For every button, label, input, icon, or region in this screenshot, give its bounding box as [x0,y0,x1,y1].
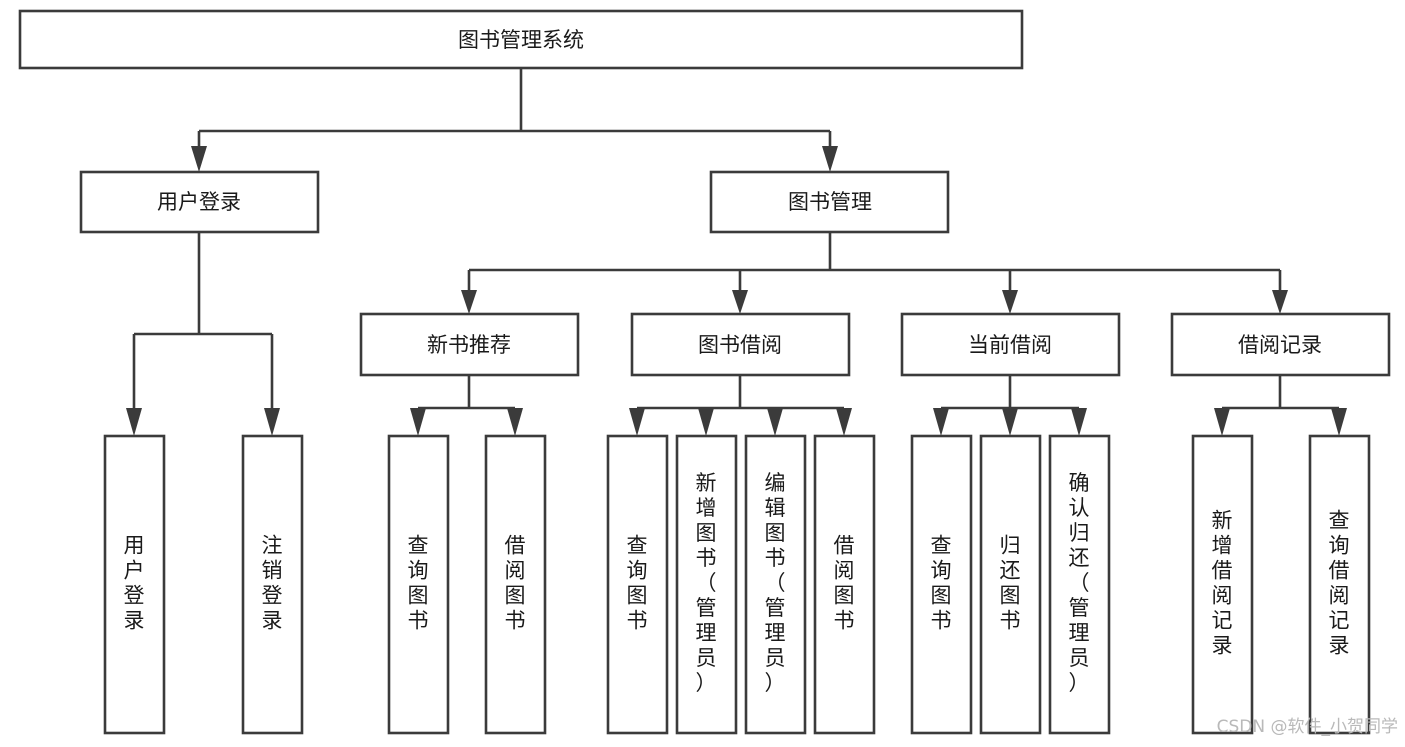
arrow-head-icon [410,408,426,436]
node-leaf-br-query-record-box [1308,434,1371,735]
arrow-head-icon [767,408,783,436]
node-leaf-cb-return-book[interactable]: 归还图书 [979,434,1042,735]
connectors-current-borrow-to-leaves [933,375,1087,436]
node-leaf-nb-borrow-book-label: 借阅图书 [505,534,526,633]
node-leaf-nb-query-book-box [387,434,450,735]
connectors-new-book-to-leaves [410,375,523,436]
node-user-login[interactable]: 用户登录 [79,170,320,234]
node-leaf-bb-borrow-book-box [813,434,876,735]
node-leaf-bb-add-book-label: 新增图书（管理员） [696,471,717,695]
node-leaf-bb-add-book-box [675,434,738,735]
node-leaf-logout-box [241,434,304,735]
node-leaf-bb-edit-book-label: 编辑图书（管理员） [765,471,786,695]
node-root-system[interactable]: 图书管理系统 [18,9,1024,70]
node-leaf-bb-edit-book[interactable]: 编辑图书（管理员） [744,434,807,735]
node-leaf-cb-confirm-return[interactable]: 确认归还（管理员） [1048,434,1111,735]
node-leaf-logout[interactable]: 注销登录 [241,434,304,735]
node-book-borrow-box [630,312,851,377]
node-leaf-nb-borrow-book-box [484,434,547,735]
node-leaf-logout-label: 注销登录 [262,534,283,633]
connectors-user-login-to-leaves [126,232,280,436]
node-leaf-bb-add-book[interactable]: 新增图书（管理员） [675,434,738,735]
node-new-book-recommend[interactable]: 新书推荐 [359,312,580,377]
node-leaf-user-login-box [103,434,166,735]
node-leaf-cb-return-book-box [979,434,1042,735]
arrow-head-icon [732,290,748,314]
node-current-borrow-label: 当前借阅 [968,333,1052,357]
node-current-borrow[interactable]: 当前借阅 [900,312,1121,377]
arrow-head-icon [1002,290,1018,314]
arrow-head-icon [822,146,838,172]
node-leaf-user-login-label: 用户登录 [124,534,145,633]
arrow-head-icon [1331,408,1347,436]
connectors-book-borrow-to-leaves [629,375,852,436]
arrow-head-icon [933,408,949,436]
connectors-root-to-level2 [191,68,838,172]
arrow-head-icon [507,408,523,436]
node-leaf-cb-return-book-label: 归还图书 [1000,534,1021,633]
node-book-manage[interactable]: 图书管理 [709,170,950,234]
node-leaf-bb-borrow-book-label: 借阅图书 [834,534,855,633]
node-leaf-br-add-record-box [1191,434,1254,735]
arrow-head-icon [836,408,852,436]
arrow-head-icon [1272,290,1288,314]
node-borrow-record-label: 借阅记录 [1238,333,1322,357]
node-leaf-cb-query-book[interactable]: 查询图书 [910,434,973,735]
node-new-book-label: 新书推荐 [427,333,511,357]
node-leaf-cb-confirm-return-label: 确认归还（管理员） [1069,471,1090,695]
node-borrow-record[interactable]: 借阅记录 [1170,312,1391,377]
node-leaf-bb-query-book[interactable]: 查询图书 [606,434,669,735]
node-root-box [18,9,1024,70]
node-book-manage-box [709,170,950,234]
node-user-login-label: 用户登录 [157,190,241,214]
arrow-head-icon [1214,408,1230,436]
node-current-borrow-box [900,312,1121,377]
arrow-head-icon [264,408,280,436]
arrow-head-icon [126,408,142,436]
node-leaf-br-query-record-label: 查询借阅记录 [1329,509,1350,658]
node-leaf-bb-edit-book-box [744,434,807,735]
node-leaf-bb-borrow-book[interactable]: 借阅图书 [813,434,876,735]
node-leaf-cb-query-book-label: 查询图书 [931,534,952,633]
arrow-head-icon [191,146,207,172]
node-leaf-bb-query-book-box [606,434,669,735]
node-borrow-record-box [1170,312,1391,377]
node-leaf-user-login[interactable]: 用户登录 [103,434,166,735]
node-leaf-br-add-record-label: 新增借阅记录 [1212,509,1233,658]
watermark-label: CSDN @软件_小贺同学 [1217,717,1398,737]
node-book-borrow[interactable]: 图书借阅 [630,312,851,377]
node-leaf-cb-query-book-box [910,434,973,735]
arrow-head-icon [698,408,714,436]
connectors-book-manage-to-level3 [461,232,1288,314]
node-leaf-nb-query-book[interactable]: 查询图书 [387,434,450,735]
node-leaf-nb-query-book-label: 查询图书 [408,534,429,633]
arrow-head-icon [629,408,645,436]
arrow-head-icon [1071,408,1087,436]
node-leaf-bb-query-book-label: 查询图书 [627,534,648,633]
node-new-book-box [359,312,580,377]
node-leaf-br-query-record[interactable]: 查询借阅记录 [1308,434,1371,735]
arrow-head-icon [461,290,477,314]
node-root-label: 图书管理系统 [458,28,584,52]
node-user-login-box [79,170,320,234]
node-leaf-nb-borrow-book[interactable]: 借阅图书 [484,434,547,735]
node-leaf-br-add-record[interactable]: 新增借阅记录 [1191,434,1254,735]
node-book-borrow-label: 图书借阅 [698,333,782,357]
node-book-manage-label: 图书管理 [788,190,872,214]
arrow-head-icon [1002,408,1018,436]
node-leaf-cb-confirm-return-box [1048,434,1111,735]
connectors-borrow-record-to-leaves [1214,375,1347,436]
